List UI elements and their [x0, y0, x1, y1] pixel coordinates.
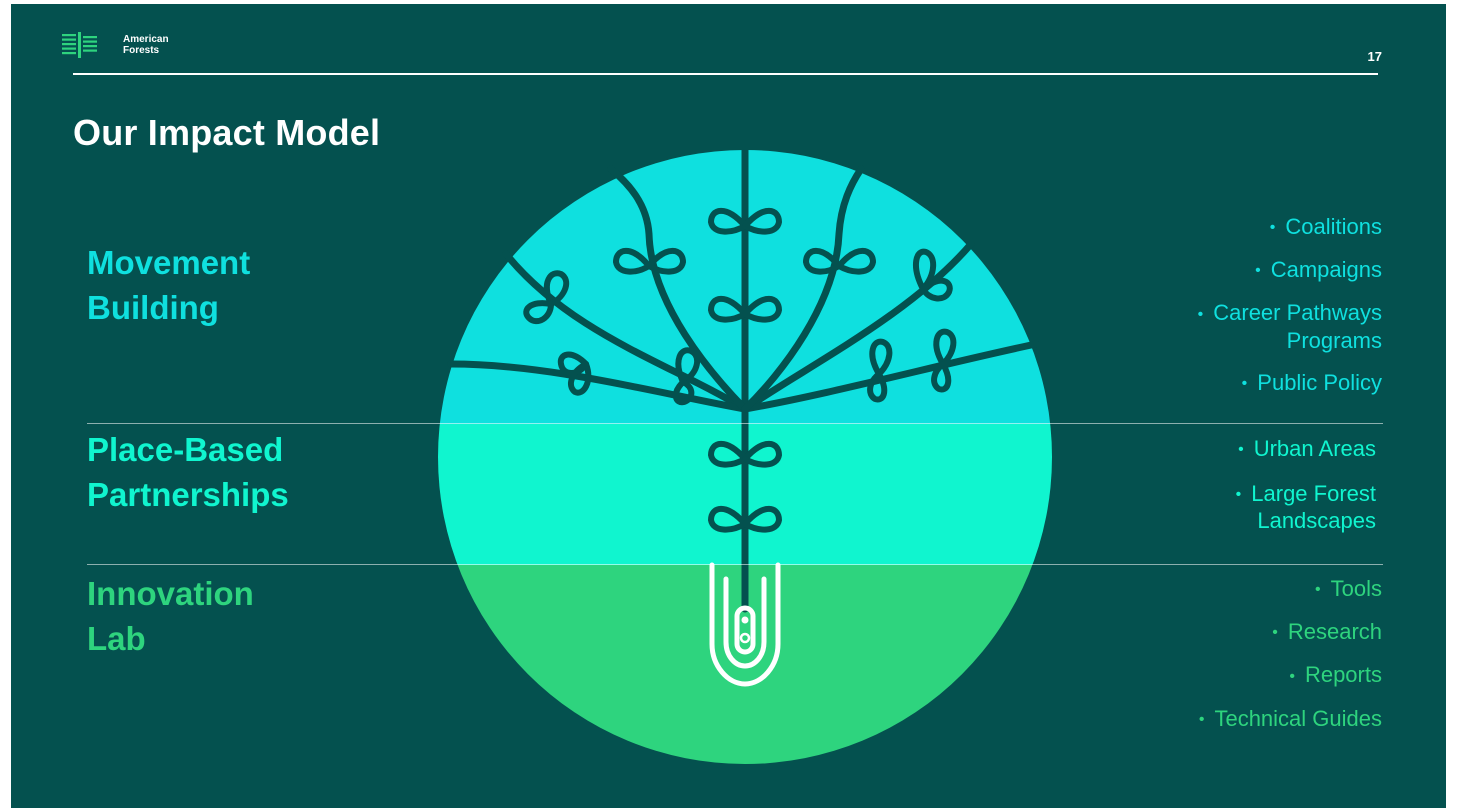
bullets-innovation-lab: •Tools •Research •Reports •Technical Gui…: [1199, 576, 1382, 733]
section-label-line: Lab: [87, 620, 146, 657]
section-label-line: Place-Based: [87, 431, 284, 468]
page-title: Our Impact Model: [73, 112, 381, 153]
logo-line-1: American: [123, 34, 169, 45]
bullet-item: •Career Pathways Programs: [1197, 300, 1382, 353]
tree-icon: [447, 140, 1040, 613]
section-label-line: Building: [87, 289, 219, 326]
bullet-item: •Coalitions: [1269, 214, 1382, 239]
innovation-lab-band: [438, 565, 1052, 764]
place-based-band: [438, 424, 1052, 565]
bullet-item: •Tools: [1315, 576, 1382, 601]
section-divider-1: [87, 423, 1383, 424]
bullets-place-based-partnerships: •Urban Areas •Large Forest Landscapes: [1236, 436, 1376, 534]
section-label-place-based-partnerships: Place-Based Partnerships: [87, 427, 289, 517]
bullets-movement-building: •Coalitions •Campaigns •Career Pathways …: [1198, 214, 1382, 397]
bullet-item: •Reports: [1289, 662, 1382, 688]
test-tube-icon: [709, 562, 781, 687]
bullet-item: •Research: [1272, 619, 1382, 645]
impact-model-diagram: [438, 140, 1052, 764]
section-label-line: Partnerships: [87, 476, 289, 513]
page-number: 17: [1367, 49, 1382, 64]
section-divider-2: [87, 564, 1383, 565]
bullet-item: •Campaigns: [1255, 257, 1382, 283]
section-label-line: Innovation: [87, 575, 254, 612]
bullet-item: •Public Policy: [1241, 369, 1382, 395]
bullet-item: •Urban Areas: [1238, 436, 1376, 461]
bullet-item: •Large Forest Landscapes: [1235, 481, 1376, 534]
slide: American Forests 17 Our Impact Model: [11, 4, 1446, 808]
header-divider: [73, 73, 1378, 75]
logo-wordmark: American Forests: [123, 34, 169, 56]
section-label-line: Movement: [87, 244, 251, 281]
american-forests-logo-icon: [62, 32, 97, 58]
section-label-innovation-lab: Innovation Lab: [87, 571, 254, 661]
bullet-item: •Technical Guides: [1198, 705, 1382, 731]
section-label-movement-building: Movement Building: [87, 240, 250, 330]
movement-building-band: [438, 150, 1052, 424]
logo-line-2: Forests: [123, 45, 160, 56]
